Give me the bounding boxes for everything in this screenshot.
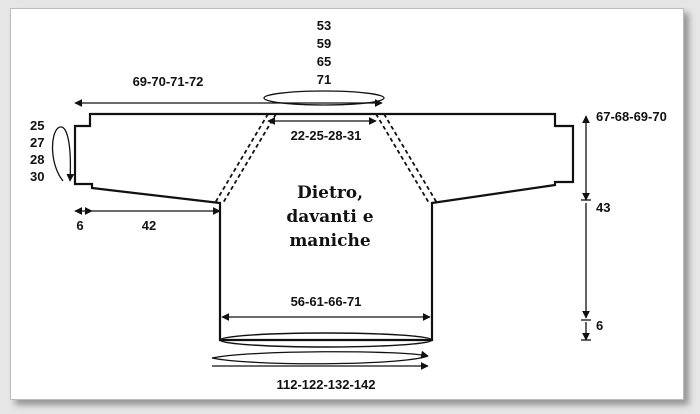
hem-label: 112-122-132-142 xyxy=(276,377,375,392)
neck-top-2: 59 xyxy=(317,36,331,51)
hem-oval xyxy=(219,332,433,348)
cuff-2: 27 xyxy=(30,135,44,150)
diagram-frame xyxy=(10,8,684,400)
cuff-rib-label: 6 xyxy=(76,218,83,233)
title-line-3: maniche xyxy=(289,231,371,251)
neck-top-4: 71 xyxy=(317,72,331,87)
cuff-loop xyxy=(51,126,75,182)
total-length-label: 67-68-69-70 xyxy=(596,109,667,124)
cuff-4: 30 xyxy=(30,169,44,184)
bottom-rib-label: 6 xyxy=(596,318,603,333)
title-line-1: Dietro, xyxy=(297,183,363,203)
cuff-1: 25 xyxy=(30,118,44,133)
neck-top-3: 65 xyxy=(317,54,331,69)
body-length-label: 43 xyxy=(596,200,610,215)
raglan-seams xyxy=(214,113,438,204)
title-line-2: davanti e xyxy=(286,207,373,227)
sleeve-length-label: 42 xyxy=(142,218,156,233)
neck-top-1: 53 xyxy=(317,18,331,33)
neck-width-label: 22-25-28-31 xyxy=(291,128,362,143)
half-width-label: 69-70-71-72 xyxy=(133,74,204,89)
cuff-3: 28 xyxy=(30,152,44,167)
body-width-label: 56-61-66-71 xyxy=(291,294,362,309)
hem-circumference-arc xyxy=(211,350,429,365)
